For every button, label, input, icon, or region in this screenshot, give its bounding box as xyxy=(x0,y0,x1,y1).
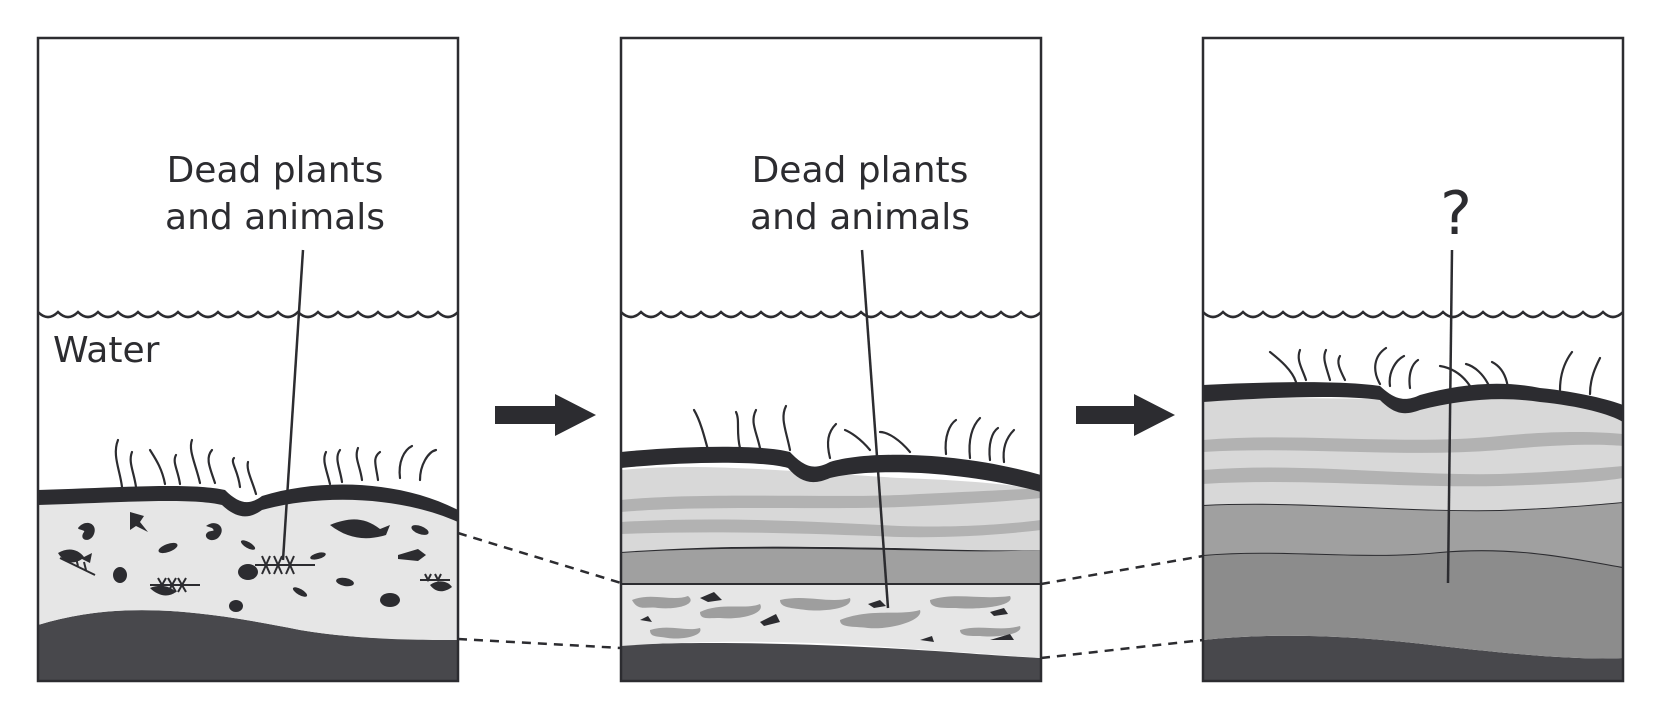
transformed-layer xyxy=(1203,550,1623,659)
reeds xyxy=(114,438,438,496)
bedrock-layer xyxy=(38,610,458,681)
sediment-band-1 xyxy=(621,488,1041,512)
right-arrow-icon xyxy=(495,394,596,436)
panel-3 xyxy=(1203,249,1623,681)
connector-organic-top xyxy=(1040,554,1204,586)
label-pointer xyxy=(1446,249,1454,584)
panel-1 xyxy=(38,249,458,681)
panel-1-label-line-1: Dead plants xyxy=(167,150,384,191)
connector-organic-top xyxy=(457,531,622,585)
sediment-light-layer xyxy=(1203,397,1623,511)
connector-organic-bottom xyxy=(457,637,622,650)
label-pointer xyxy=(281,249,305,561)
connector-organic-bottom xyxy=(1040,638,1204,660)
question-mark-label: ? xyxy=(1440,179,1472,249)
water-surface xyxy=(621,310,1041,319)
sediment-light-layer xyxy=(621,467,1041,552)
sediment-band-2 xyxy=(1203,466,1623,487)
surface-crust xyxy=(1203,382,1623,422)
water-label: Water xyxy=(53,330,160,371)
reeds xyxy=(692,404,1016,464)
organic-dark-flecks xyxy=(640,592,1014,642)
water-surface xyxy=(1203,310,1623,319)
dead-organisms xyxy=(58,512,452,612)
panel-3-frame xyxy=(1201,36,1625,683)
panel-2-label-line-2: and animals xyxy=(750,197,970,238)
sediment-band-1 xyxy=(1203,432,1623,453)
bedrock-layer xyxy=(621,642,1041,681)
sediment-band-2 xyxy=(621,519,1041,538)
panel-2-frame xyxy=(619,36,1043,683)
sediment-dark-layer xyxy=(1203,502,1623,567)
reeds xyxy=(1268,346,1602,396)
fish-skeletons xyxy=(59,553,450,593)
panel-1-label-line-2: and animals xyxy=(165,197,385,238)
right-arrow-icon xyxy=(1076,394,1175,436)
water-surface xyxy=(38,310,458,319)
label-pointer xyxy=(860,249,890,609)
surface-crust xyxy=(621,446,1041,492)
panel-1-frame xyxy=(36,36,460,683)
sediment-dark-layer xyxy=(621,547,1041,584)
organic-flecks xyxy=(632,596,1021,639)
panel-2 xyxy=(621,249,1041,681)
surface-crust xyxy=(38,484,458,522)
panel-2-label-line-1: Dead plants xyxy=(752,150,969,191)
bedrock-layer xyxy=(1203,635,1623,681)
